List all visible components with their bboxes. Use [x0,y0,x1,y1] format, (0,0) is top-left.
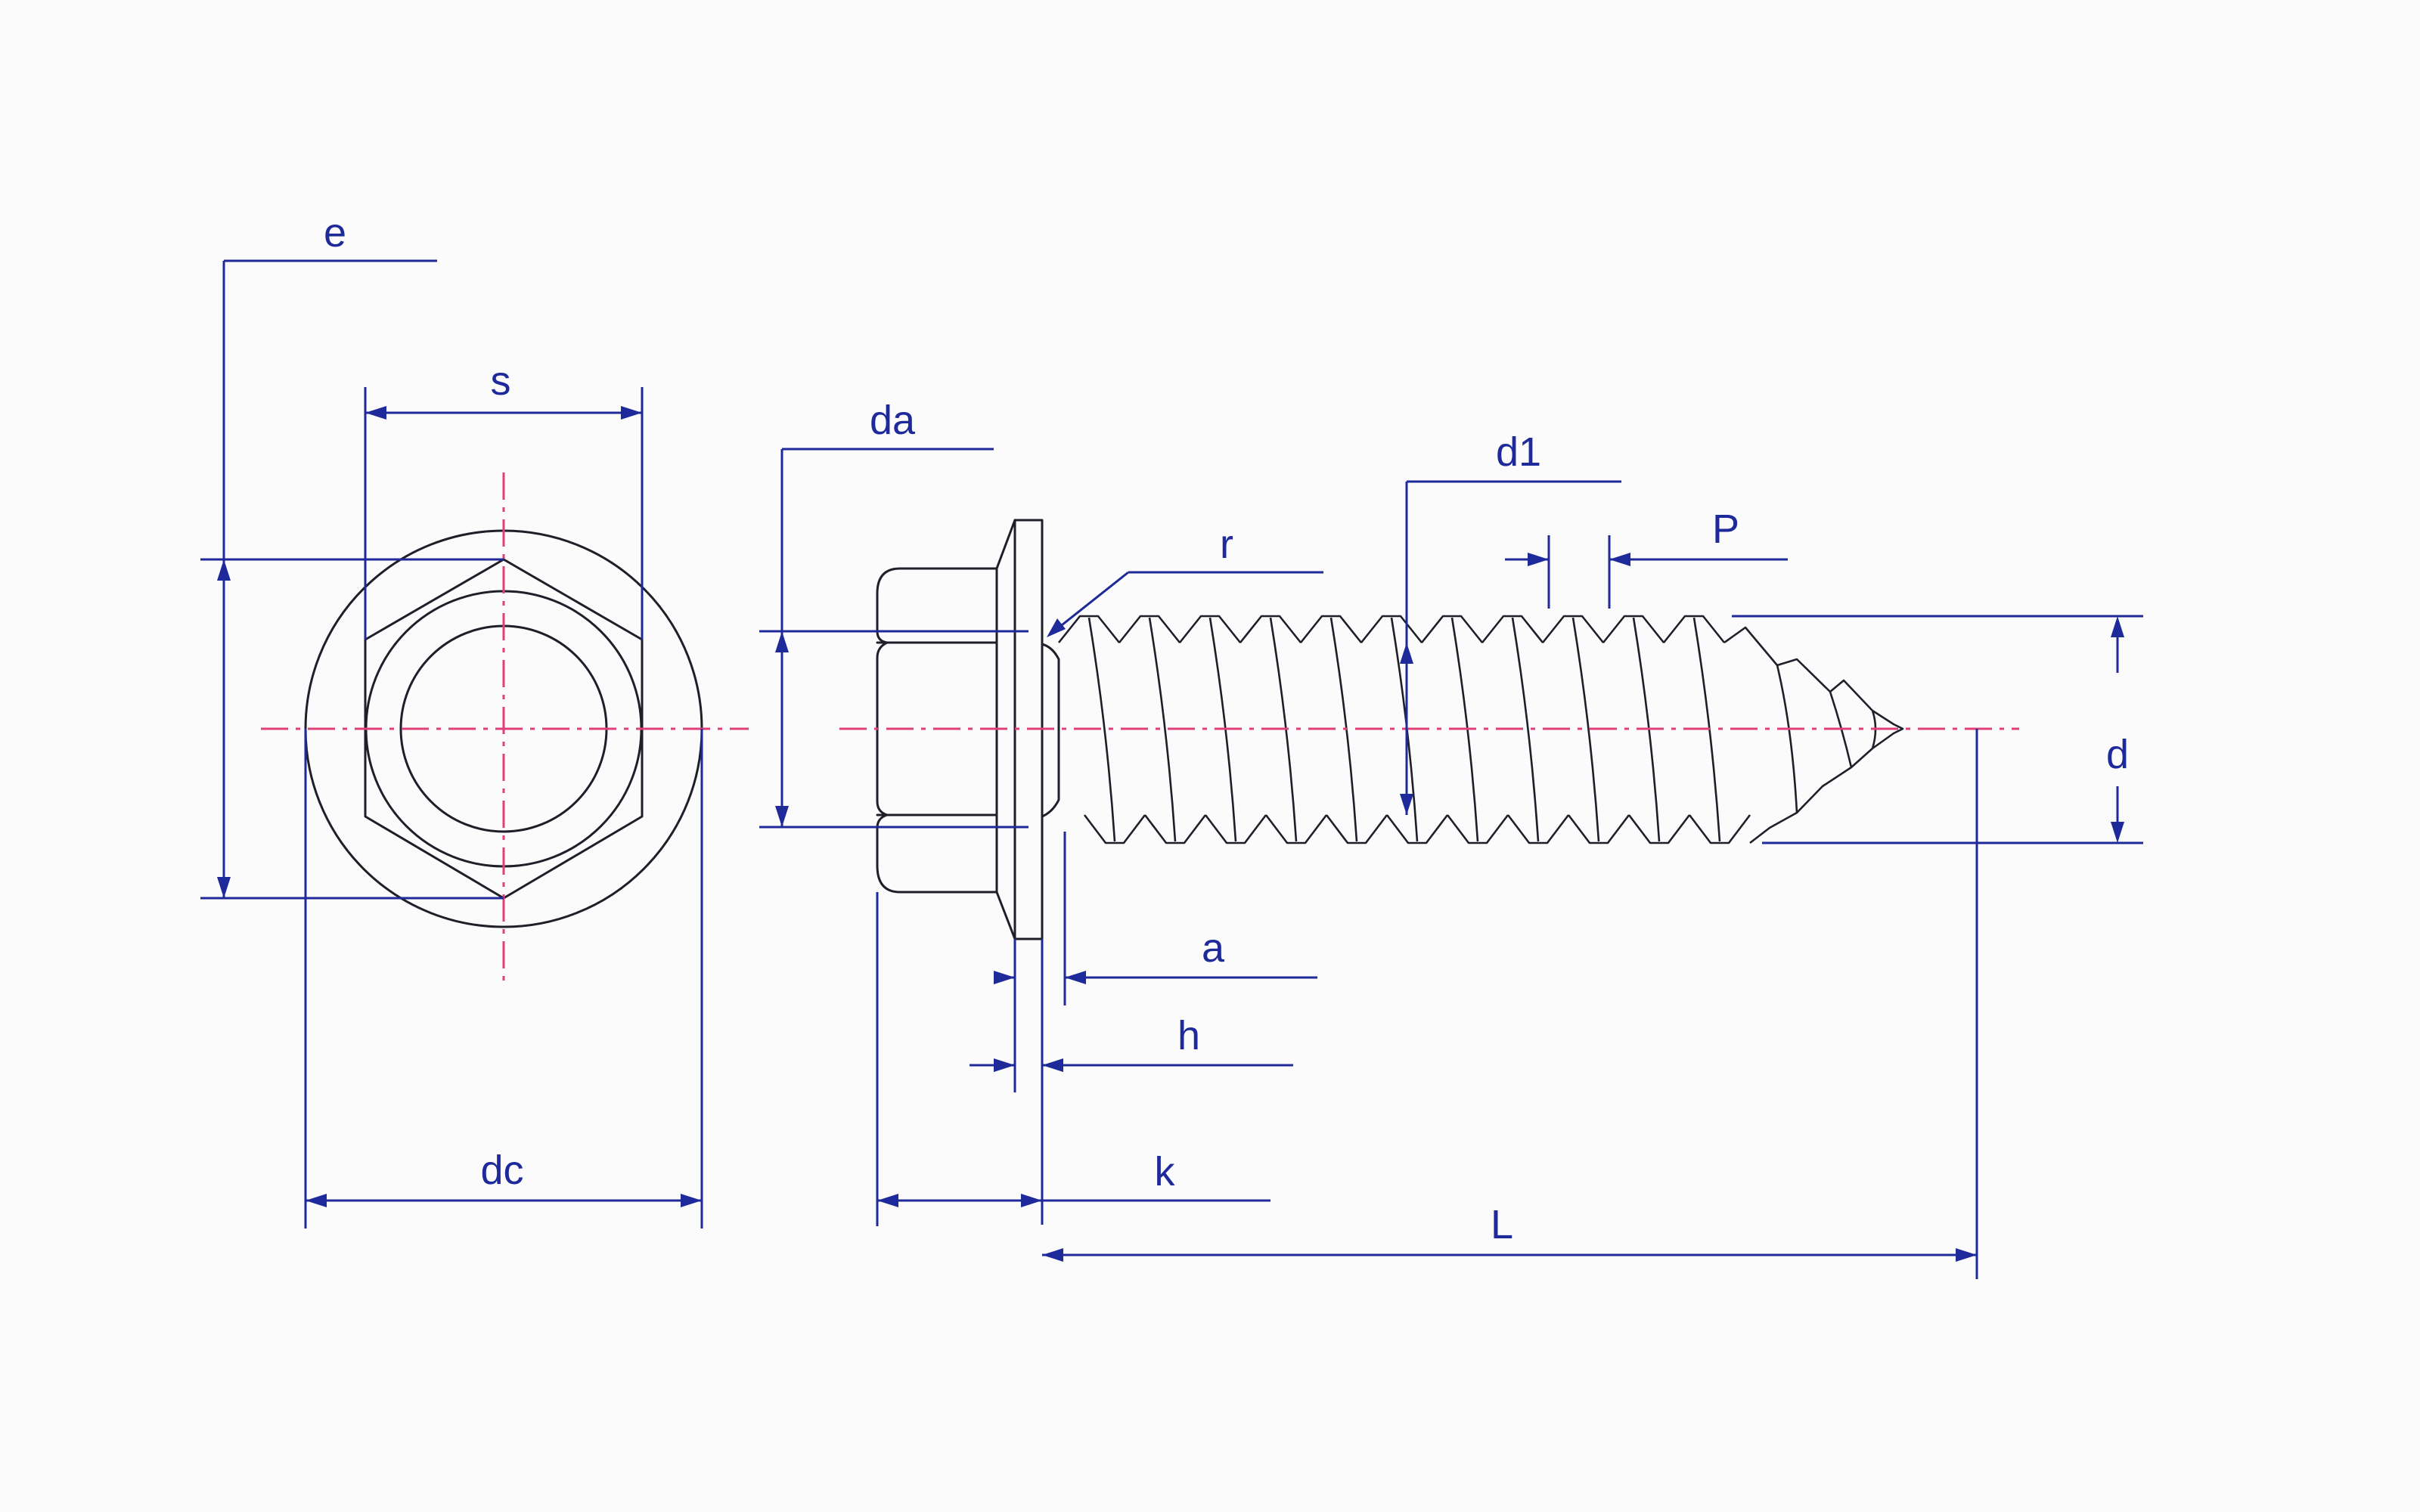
dimension-e: e [200,210,504,900]
dimension-k: k [876,892,1270,1226]
label-d: d [2106,732,2129,777]
dimension-dc: dc [304,729,703,1228]
dimension-d: d [1732,615,2143,844]
under-head-fillet [1041,643,1060,818]
label-l: L [1491,1202,1513,1247]
hex-head-side [876,567,998,894]
side-view [839,519,2019,940]
label-dc: dc [480,1148,523,1193]
dimension-p: P [1505,507,1788,609]
dimension-a: a [994,832,1317,1092]
label-e: e [324,210,346,256]
dimension-da: da [759,398,1028,829]
dimensions: e s dc da [200,210,2143,1279]
end-view [261,472,749,987]
label-da: da [870,398,916,443]
label-r: r [1220,522,1233,567]
label-h: h [1177,1013,1200,1058]
dimension-r: r [1047,522,1323,637]
dimension-l: L [1042,729,1978,1279]
label-p: P [1712,507,1739,552]
dimension-d1: d1 [1400,429,1621,815]
label-d1: d1 [1496,429,1541,475]
label-s: s [491,358,511,404]
dimension-h: h [970,939,1293,1225]
label-a: a [1202,925,1225,971]
label-k: k [1155,1149,1176,1194]
tapered-tip [1723,626,1904,844]
dimension-s: s [364,358,644,640]
